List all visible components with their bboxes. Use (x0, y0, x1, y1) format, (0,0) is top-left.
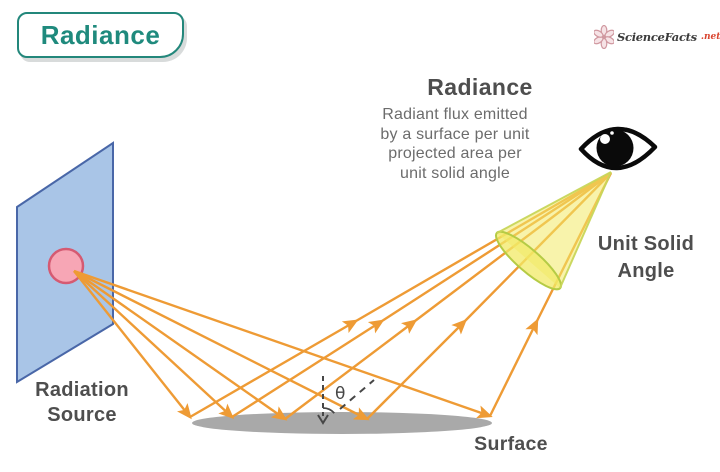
incident-ray (73, 270, 235, 419)
radiation-source-label-line: Radiation (35, 379, 129, 401)
normal-arrow-tip (317, 414, 329, 425)
cone-body (497, 172, 611, 288)
unit-solid-angle-label-line: Angle (617, 260, 675, 282)
radiance-definition: Radiant flux emitted by a surface per un… (330, 105, 580, 183)
surface-label: Surface (474, 433, 548, 455)
definition-line: projected area per (388, 145, 522, 162)
radiance-heading: Radiance (427, 74, 533, 100)
definition-line: Radiant flux emitted (382, 106, 528, 123)
incident-ray (73, 270, 192, 420)
title-badge: Radiance (17, 12, 184, 58)
theta-angle-arc (322, 407, 335, 414)
eye-icon (578, 126, 658, 171)
surface-ellipse (192, 412, 492, 434)
unit-solid-angle-cone (494, 171, 612, 291)
eye-highlight (600, 134, 610, 144)
flower-icon (594, 25, 614, 49)
unit-solid-angle-label: Unit Solid Angle (571, 231, 720, 285)
radiation-source-label-line: Source (47, 403, 117, 426)
definition-line: by a surface per unit (380, 125, 530, 143)
logo-suffix-text: .net (700, 32, 720, 42)
unit-solid-angle-label-line: Unit Solid (597, 233, 695, 255)
incident-ray (73, 270, 288, 421)
cone-edge (559, 171, 612, 289)
logo-brand-text: ScienceFacts (617, 30, 697, 44)
cone-edge (496, 171, 612, 234)
reflected-ray (366, 318, 468, 420)
theta-symbol: θ (335, 384, 346, 404)
reflected-ray (284, 319, 418, 420)
incident-ray (73, 269, 493, 419)
reflected-ray (189, 319, 359, 419)
eye-highlight-small (610, 131, 614, 135)
title-badge-label: Radiance (40, 19, 161, 50)
radiation-source-label: Radiation Source (7, 378, 157, 427)
sciencefacts-logo: ScienceFacts .net (594, 25, 720, 49)
theta-construction (317, 376, 375, 425)
radiation-source-spot (47, 247, 85, 285)
reflected-ray (231, 319, 385, 419)
definition-line: unit solid angle (400, 164, 510, 182)
reflected-ray (488, 318, 539, 417)
